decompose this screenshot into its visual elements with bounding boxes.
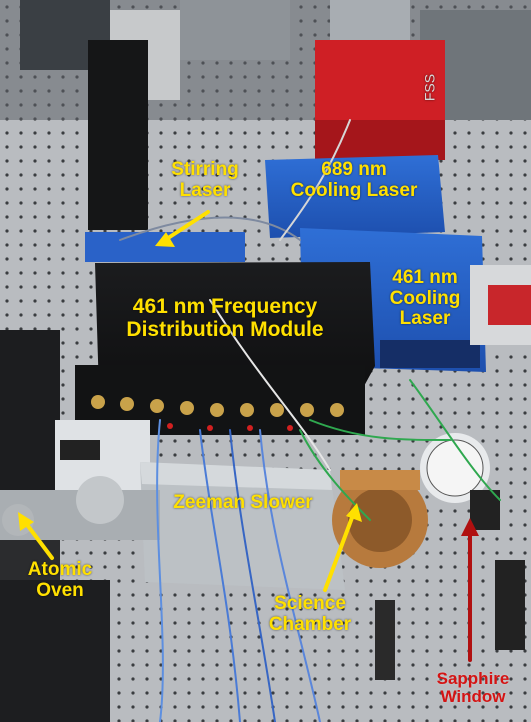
fss-label: FSS (421, 73, 438, 102)
atomic-oven-label: Atomic Oven (27, 559, 93, 601)
frequency-distribution-module-label: 461 nm Frequency Distribution Module (126, 295, 324, 341)
cooling-laser-689-label: 689 nm Cooling Laser (290, 159, 418, 201)
sapphire-window-label: Sapphire Window (436, 669, 510, 707)
science-chamber-label: Science Chamber (268, 593, 352, 635)
cooling-laser-461-label: 461 nm Cooling Laser (389, 267, 461, 330)
zeeman-slower-label: Zeeman Slower (173, 492, 313, 513)
stirring-laser-label: Stirring Laser (171, 159, 239, 201)
